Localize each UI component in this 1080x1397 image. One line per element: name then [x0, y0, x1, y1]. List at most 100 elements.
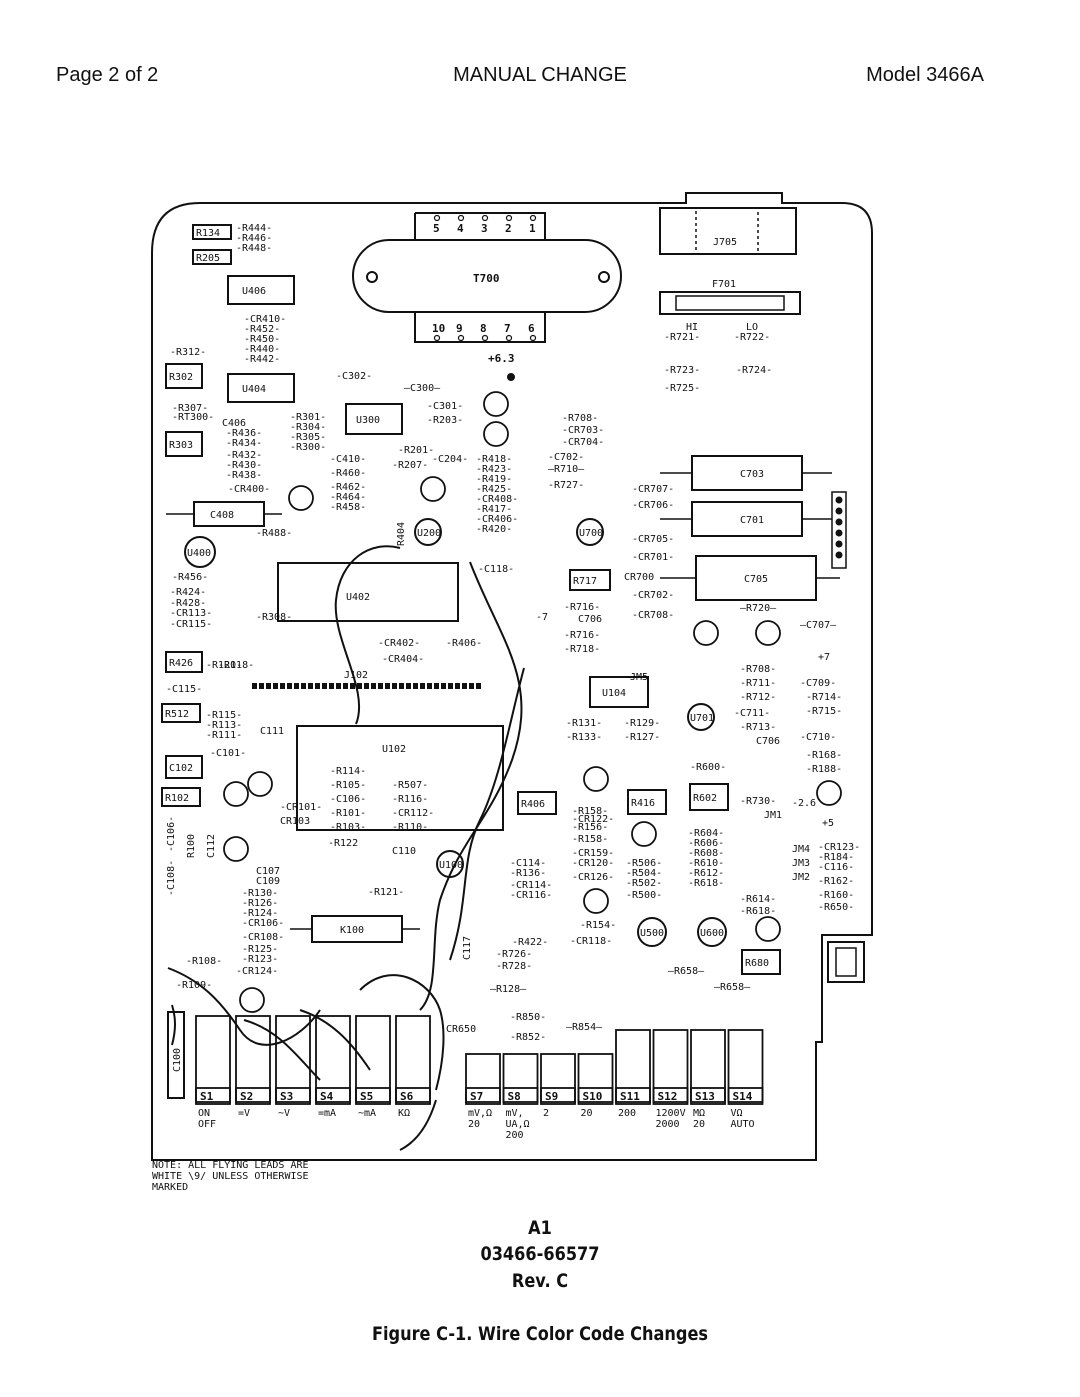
switch-s6[interactable] — [395, 1087, 431, 1105]
header-pin — [357, 683, 362, 689]
switch-s13[interactable] — [690, 1087, 726, 1105]
part-label: -C710- — [800, 732, 836, 743]
header-pin — [835, 551, 843, 559]
part-label: CR700 — [624, 572, 654, 583]
part-box — [165, 651, 203, 673]
switch-s9[interactable] — [540, 1087, 576, 1105]
switch-function-label: VΩ — [731, 1108, 743, 1119]
switch-body[interactable] — [652, 1029, 689, 1103]
header-pin — [329, 683, 334, 689]
transistor-icon — [483, 421, 509, 447]
switch-body[interactable] — [577, 1053, 614, 1103]
svg-text:U300: U300 — [356, 415, 380, 426]
part-label: -R312- — [170, 347, 206, 358]
switch-s11[interactable] — [615, 1087, 651, 1105]
switch-s1[interactable] — [195, 1087, 231, 1105]
switch-s8[interactable] — [502, 1087, 539, 1105]
switch-function-label: 200 — [618, 1108, 636, 1119]
switch-function-label: ON — [198, 1108, 210, 1119]
switch-body[interactable] — [690, 1029, 726, 1103]
part-label: JM4 — [792, 844, 810, 855]
switch-body[interactable] — [195, 1015, 231, 1103]
switch-function-label: KΩ — [398, 1108, 410, 1119]
switch-s5[interactable] — [355, 1087, 391, 1105]
part-label: -C302- — [336, 371, 372, 382]
header-pin — [350, 683, 355, 689]
part-label: -C410- — [330, 454, 366, 465]
svg-text:C701: C701 — [740, 515, 764, 526]
part-label: -R118- — [218, 660, 254, 671]
switch-s4[interactable] — [315, 1087, 351, 1105]
svg-text:C100: C100 — [172, 1048, 183, 1072]
component-label: U500 — [640, 928, 664, 939]
part-label: -R160- — [818, 890, 854, 901]
switch-body[interactable] — [315, 1015, 351, 1103]
part-label: -R612- — [688, 868, 724, 879]
t700-label: T700 — [473, 272, 500, 285]
part-label: +5 — [822, 818, 834, 829]
part-label: -R725- — [664, 383, 700, 394]
transformer-pin-label: 2 — [505, 222, 512, 235]
switch-s10[interactable] — [577, 1087, 614, 1105]
part-label: -R506- — [626, 858, 662, 869]
part-label: -R201- — [398, 445, 434, 456]
ic-u300: U300 — [345, 403, 403, 435]
part-label: —R720— — [740, 603, 777, 614]
header-pin — [266, 683, 271, 689]
part-label: C706 — [578, 614, 602, 625]
part-label: -R446- — [236, 233, 272, 244]
switch-function-label: mV,Ω — [468, 1108, 492, 1119]
switch-id-label: S10 — [583, 1090, 603, 1103]
pin-icon — [481, 214, 489, 222]
part-label: -CR123- — [818, 842, 860, 853]
switch-s7[interactable] — [465, 1087, 501, 1105]
switch-s3[interactable] — [275, 1087, 311, 1105]
header-pin — [343, 683, 348, 689]
part-label: -C115- — [166, 684, 202, 695]
svg-text:K100: K100 — [340, 925, 364, 936]
component-label: U400 — [187, 548, 211, 559]
ic-u402: U402 — [277, 562, 459, 622]
part-label: -R136- — [510, 868, 546, 879]
pin-icon — [505, 214, 513, 222]
switch-s2[interactable] — [235, 1087, 271, 1105]
part-label: -CR706- — [632, 500, 674, 511]
switch-s12[interactable] — [652, 1087, 689, 1105]
svg-text:U404: U404 — [242, 384, 266, 395]
switch-id-label: S8 — [508, 1090, 521, 1103]
switch-body[interactable] — [355, 1015, 391, 1103]
header-pin — [280, 683, 285, 689]
switch-body[interactable] — [727, 1029, 764, 1103]
part-label: -C114- — [510, 858, 546, 869]
part-label: C706 — [756, 736, 780, 747]
switch-body[interactable] — [615, 1029, 651, 1103]
part-label: -2.6 — [792, 798, 816, 809]
transformer-pin-label: 10 — [432, 322, 445, 335]
header-pin — [441, 683, 446, 689]
switch-function-label: UA,Ω — [506, 1119, 530, 1130]
part-label: -R420- — [476, 524, 512, 535]
part-label: -R111- — [206, 730, 242, 741]
ic-u404: U404 — [227, 373, 295, 403]
part-label: -CR705- — [632, 534, 674, 545]
part-label: —R658— — [668, 966, 705, 977]
switch-body[interactable] — [502, 1053, 539, 1103]
switch-function-label: =V — [238, 1108, 250, 1119]
part-box-label: R680 — [745, 958, 769, 969]
switch-body[interactable] — [465, 1053, 501, 1103]
part-label: -R124- — [242, 908, 278, 919]
part-label: -R406- — [446, 638, 482, 649]
switch-body[interactable] — [275, 1015, 311, 1103]
part-label: -R154- — [580, 920, 616, 931]
switch-body[interactable] — [235, 1015, 271, 1103]
part-label: -CR707- — [632, 484, 674, 495]
header-pin — [252, 683, 257, 689]
part-box — [165, 431, 203, 457]
transistor-icon — [223, 781, 249, 807]
switch-function-label: 2 — [543, 1108, 549, 1119]
switch-s14[interactable] — [727, 1087, 764, 1105]
switch-body[interactable] — [395, 1015, 431, 1103]
switch-body[interactable] — [540, 1053, 576, 1103]
header-pin — [371, 683, 376, 689]
header-pin — [385, 683, 390, 689]
